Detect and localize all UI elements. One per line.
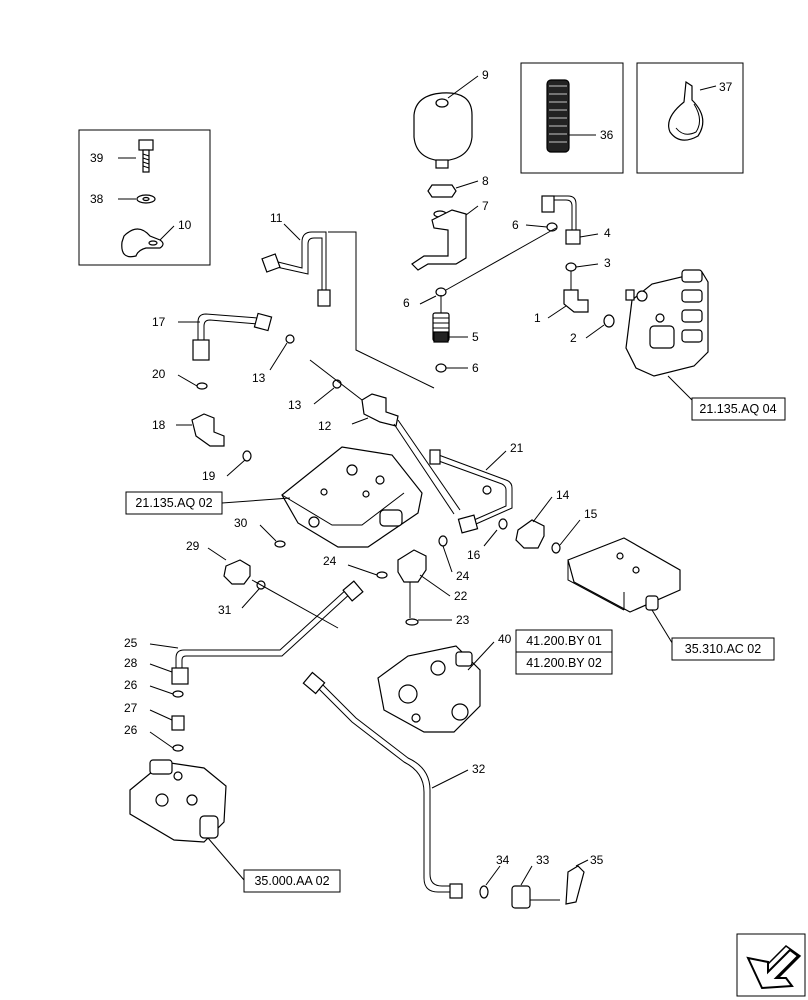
ref-21-135-aq-02[interactable]: 21.135.AQ 02 (125, 491, 223, 515)
callout-6c: 6 (472, 361, 479, 375)
pipe-4: 6 4 3 (445, 195, 611, 291)
valve-block-center: 30 (221, 446, 423, 548)
ref-41-200-by-01[interactable]: 41.200.BY 01 (515, 629, 613, 653)
callout-28: 28 (124, 656, 138, 670)
pipe-17: 17 13 20 18 19 (152, 312, 295, 483)
callout-40: 40 (498, 632, 512, 646)
callout-24a: 24 (323, 554, 337, 568)
callout-35: 35 (590, 853, 604, 867)
callout-25: 25 (124, 636, 138, 650)
inset-hose-sleeve: 36 (520, 62, 624, 174)
callout-19: 19 (202, 469, 216, 483)
ref-label-41-200-by-01: 41.200.BY 01 (526, 634, 602, 648)
pipe-21: 21 (393, 419, 524, 534)
callout-31: 31 (218, 603, 232, 617)
callout-5: 5 (472, 330, 479, 344)
valve-block-40: 40 (377, 632, 512, 733)
callout-38: 38 (90, 192, 104, 206)
callout-24b: 24 (456, 569, 470, 583)
fitting-12: 13 12 (288, 359, 399, 433)
callout-13a: 13 (252, 371, 266, 385)
callout-6a: 6 (403, 296, 410, 310)
callout-13b: 13 (288, 398, 302, 412)
ref-label-21-135-aq-02: 21.135.AQ 02 (135, 496, 212, 510)
callout-23: 23 (456, 613, 470, 627)
callout-2: 2 (570, 331, 577, 345)
callout-8: 8 (482, 174, 489, 188)
ref-21-135-aq-04[interactable]: 21.135.AQ 04 (691, 397, 786, 421)
callout-17: 17 (152, 315, 166, 329)
callout-20: 20 (152, 367, 166, 381)
callout-26b: 26 (124, 723, 138, 737)
valve-block-bottom-left (129, 759, 245, 881)
callout-37: 37 (719, 80, 733, 94)
callout-9: 9 (482, 68, 489, 82)
callout-29: 29 (186, 539, 200, 553)
callout-30: 30 (234, 516, 248, 530)
callout-34: 34 (496, 853, 510, 867)
callout-39: 39 (90, 151, 104, 165)
callout-7: 7 (482, 199, 489, 213)
callout-36: 36 (600, 128, 614, 142)
tee-fitting-22: 24 22 24 23 (323, 535, 470, 627)
ref-label-41-200-by-02: 41.200.BY 02 (526, 656, 602, 670)
callout-6b: 6 (512, 218, 519, 232)
ref-label-21-135-aq-04: 21.135.AQ 04 (699, 402, 776, 416)
callout-3: 3 (604, 256, 611, 270)
pipe-32: 32 34 33 35 (302, 671, 604, 909)
fitting-29: 29 31 (186, 539, 339, 629)
callout-26a: 26 (124, 678, 138, 692)
ref-41-200-by-02[interactable]: 41.200.BY 02 (515, 651, 613, 675)
ref-label-35-310-ac-02: 35.310.AC 02 (685, 642, 761, 656)
callout-18: 18 (152, 418, 166, 432)
callout-15: 15 (584, 507, 598, 521)
ref-35-310-ac-02[interactable]: 35.310.AC 02 (671, 637, 775, 661)
fitting-14-and-valve: 14 15 16 (467, 488, 681, 647)
callout-4: 4 (604, 226, 611, 240)
callout-1: 1 (534, 311, 541, 325)
accumulator-assembly: 9 8 7 6 5 6 (403, 68, 489, 375)
callout-33: 33 (536, 853, 550, 867)
navigation-arrow-icon[interactable] (736, 933, 806, 997)
callout-21: 21 (510, 441, 524, 455)
callout-27: 27 (124, 701, 138, 715)
pipe-25: 25 28 26 27 26 (124, 580, 364, 752)
callout-22: 22 (454, 589, 468, 603)
callout-14: 14 (556, 488, 570, 502)
inset-bolt-clamp: 39 38 10 (78, 129, 211, 266)
callout-32: 32 (472, 762, 486, 776)
pipe-11: 11 (261, 211, 435, 389)
ref-35-000-aa-02[interactable]: 35.000.AA 02 (243, 869, 341, 893)
ref-label-35-000-aa-02: 35.000.AA 02 (254, 874, 329, 888)
callout-11: 11 (270, 211, 283, 225)
valve-block-right-top: 1 2 (534, 269, 709, 409)
callout-12: 12 (318, 419, 332, 433)
inset-cable-tie: 37 (636, 62, 744, 174)
callout-10: 10 (178, 218, 192, 232)
callout-16: 16 (467, 548, 481, 562)
